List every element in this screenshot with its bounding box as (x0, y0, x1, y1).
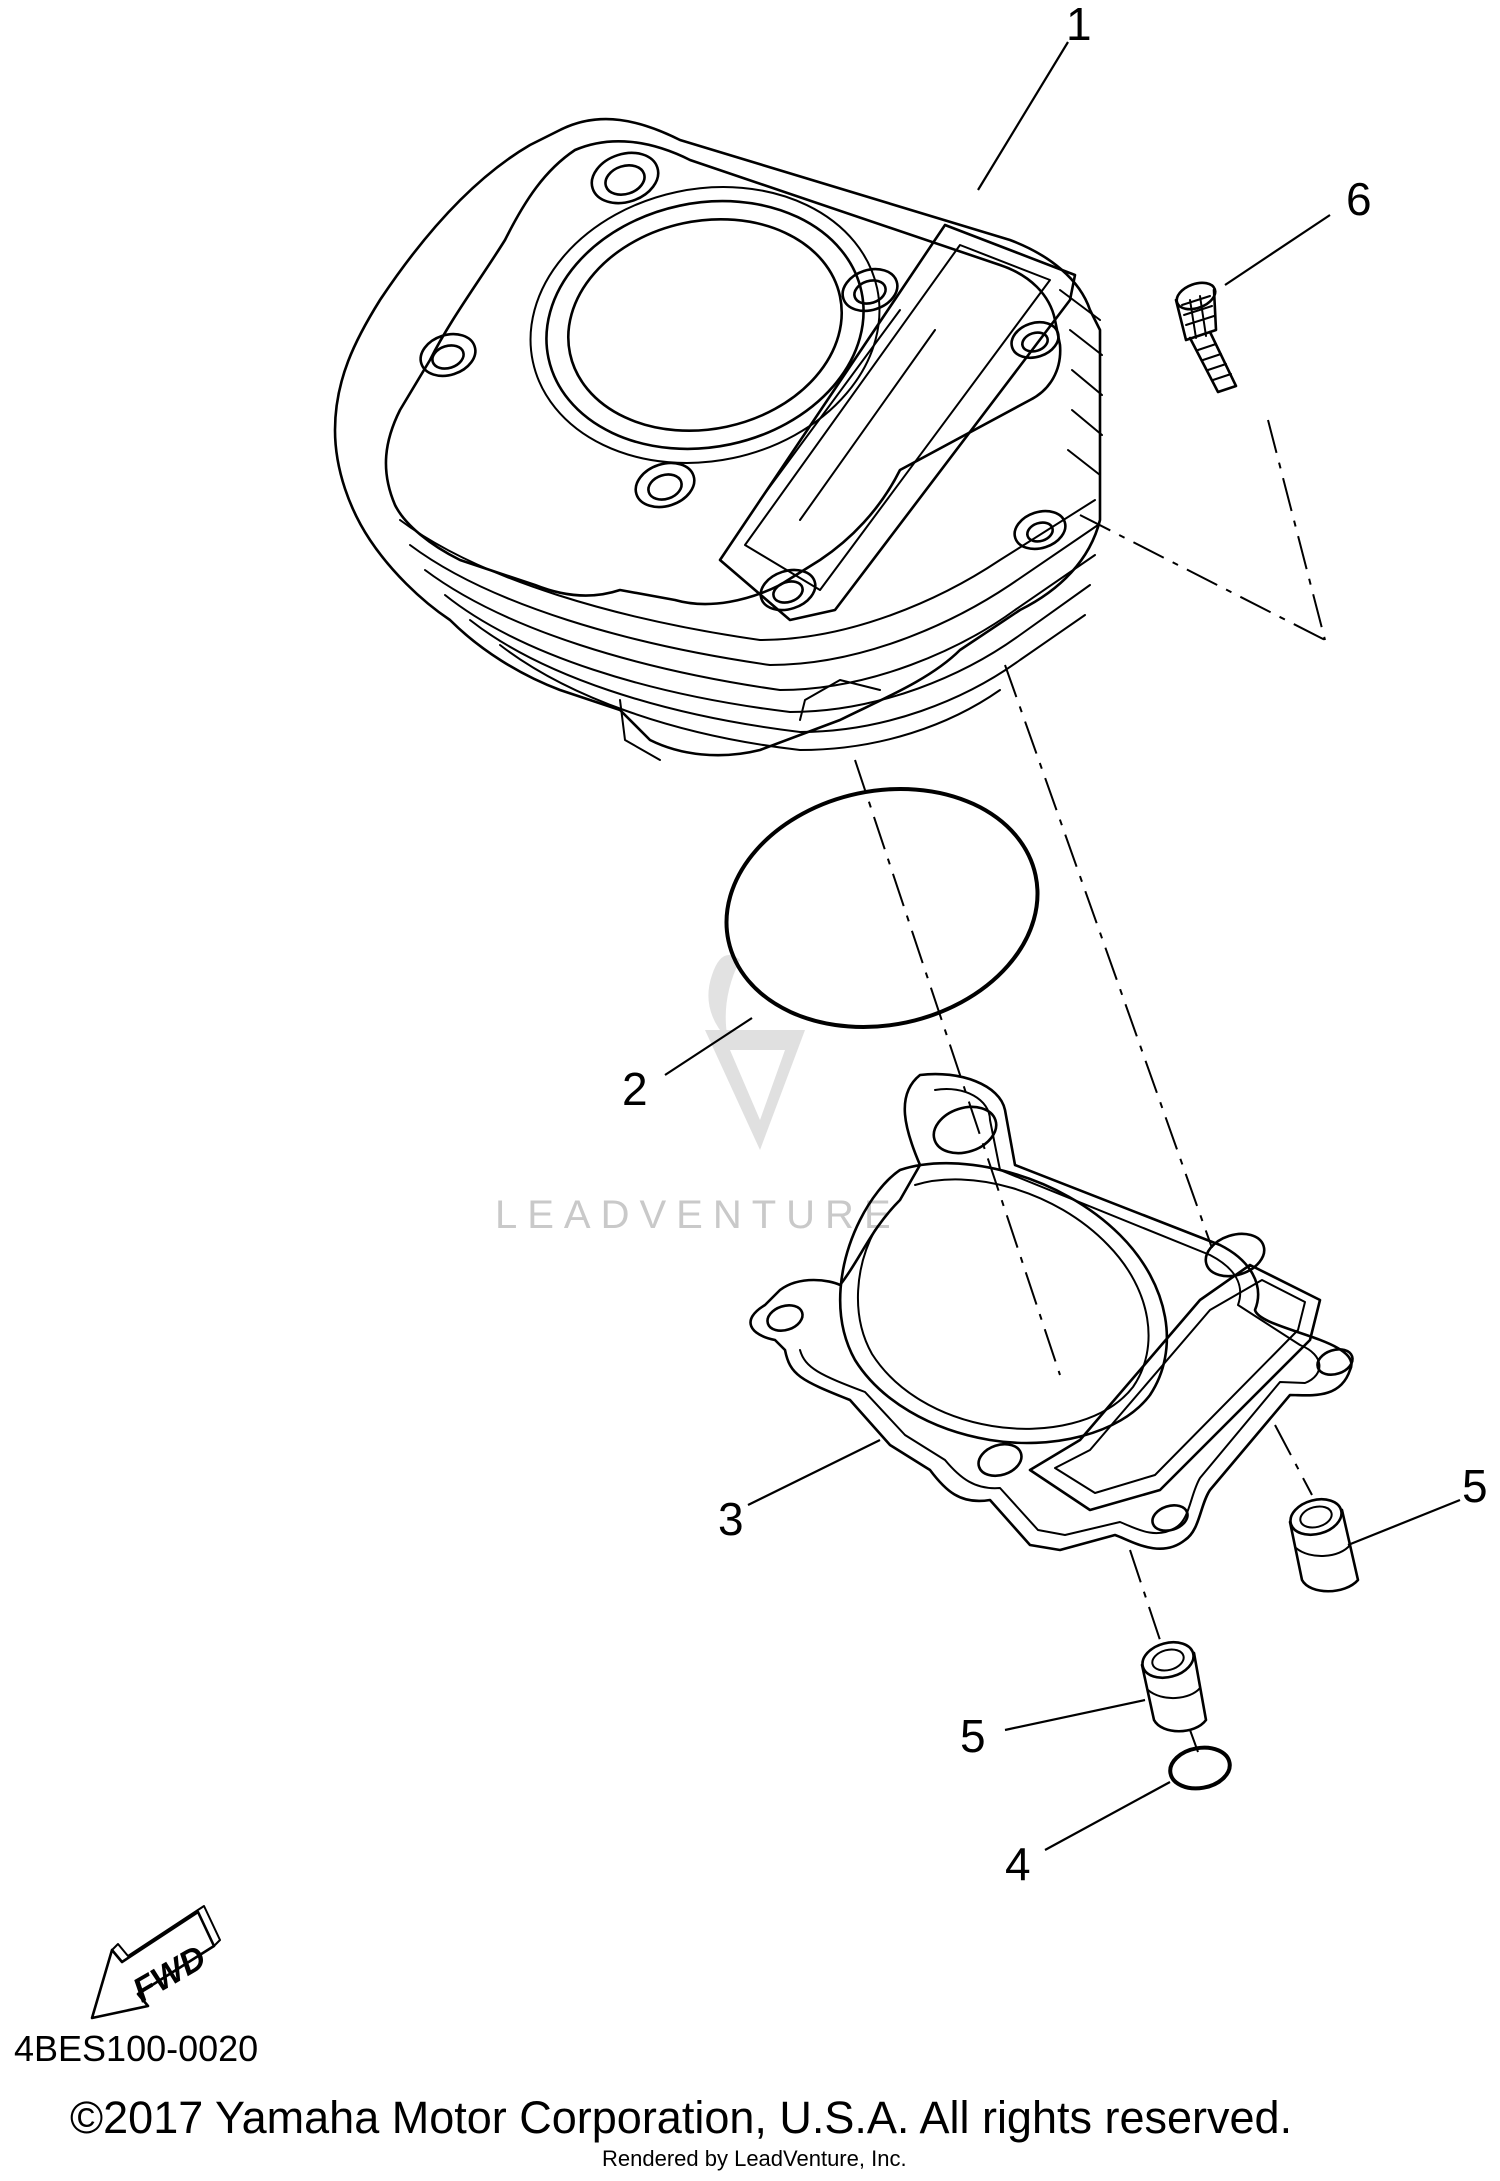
watermark-flame-icon (708, 955, 740, 1040)
watermark-text: LEADVENTURE (495, 1193, 901, 1237)
part-gasket (749, 1072, 1354, 1552)
callout-6: 6 (1346, 173, 1372, 225)
leadventure-watermark: LEADVENTURE (495, 955, 901, 1237)
callout-labels: 1 6 2 3 5 5 4 (622, 0, 1488, 1890)
callout-4: 4 (1005, 1838, 1031, 1890)
part-dowel-pin-right (1288, 1497, 1360, 1593)
diagram-code: 4BES100-0020 (14, 2028, 259, 2069)
callout-5-right: 5 (1462, 1460, 1488, 1512)
copyright-notice: ©2017 Yamaha Motor Corporation, U.S.A. A… (70, 2092, 1293, 2143)
part-dowel-pin-left (1140, 1640, 1208, 1733)
fwd-arrow-icon: FWD (90, 1905, 221, 2020)
part-cylinder (333, 117, 1103, 761)
part-o-ring (724, 786, 1040, 1030)
part-o-ring-small (1168, 1745, 1232, 1791)
callout-2: 2 (622, 1063, 648, 1115)
leader-lines (664, 41, 1461, 1851)
part-screw (1174, 281, 1238, 394)
watermark-v-logo-icon (705, 1030, 805, 1150)
assembly-centerlines (854, 419, 1326, 1753)
callout-1: 1 (1066, 0, 1092, 50)
callout-5-left: 5 (960, 1710, 986, 1762)
callout-3: 3 (718, 1493, 744, 1545)
rendered-by-notice: Rendered by LeadVenture, Inc. (602, 2146, 907, 2171)
